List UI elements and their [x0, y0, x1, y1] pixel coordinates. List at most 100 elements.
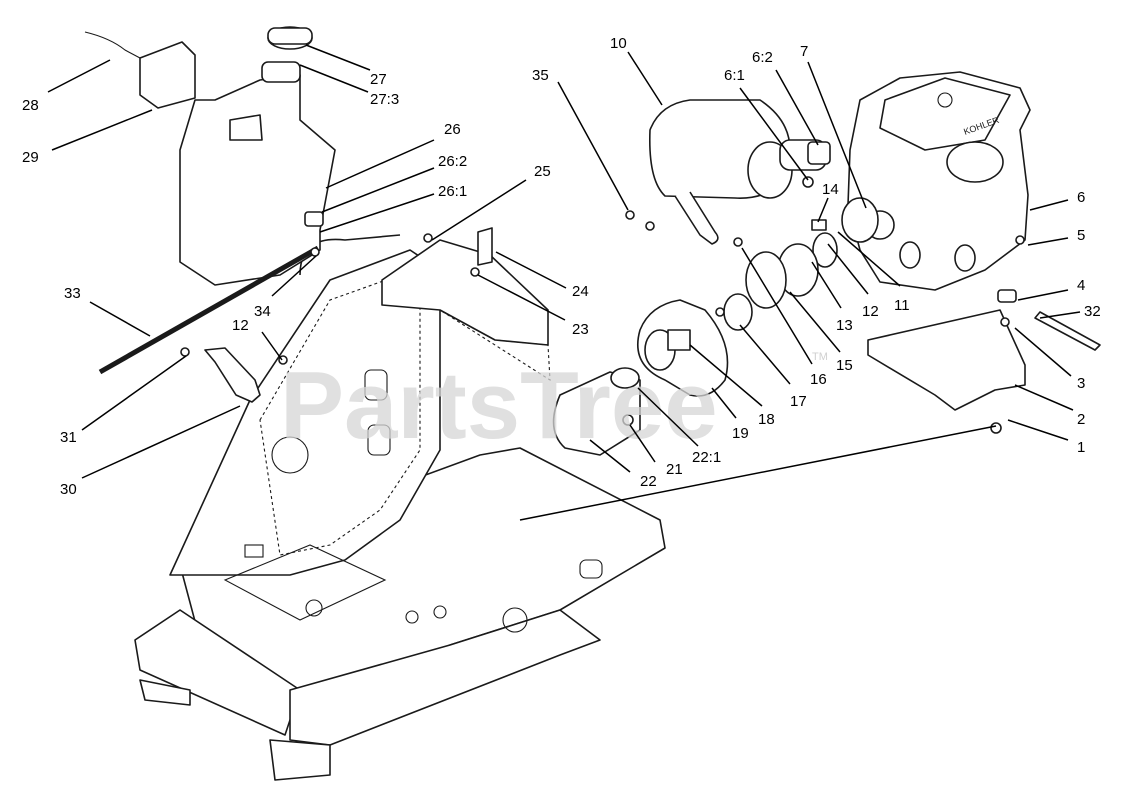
callout-1[interactable]: 1 — [1077, 439, 1085, 456]
leader-35 — [557, 81, 629, 211]
screw-35a — [625, 210, 635, 220]
tower-slot-2 — [367, 424, 391, 456]
screw-35b — [645, 221, 655, 231]
leader-12b — [827, 243, 869, 295]
leader-33 — [89, 301, 151, 337]
leader-1-frame — [519, 425, 997, 521]
callout-18[interactable]: 18 — [758, 411, 775, 428]
callout-10[interactable]: 10 — [610, 35, 627, 52]
callout-17[interactable]: 17 — [790, 393, 807, 410]
engine-oil-cap — [937, 92, 953, 108]
callout-26[interactable]: 26 — [444, 121, 461, 138]
leader-lines — [47, 44, 1081, 521]
rail-hole — [502, 607, 528, 633]
leader-32 — [1039, 311, 1081, 319]
engine-port — [899, 241, 921, 269]
leader-26-1 — [319, 193, 435, 233]
leader-21 — [629, 424, 656, 463]
callout-7[interactable]: 7 — [800, 43, 808, 60]
leader-13 — [811, 261, 842, 309]
flange-17 — [723, 293, 753, 331]
callout-4[interactable]: 4 — [1077, 277, 1085, 294]
callout-28[interactable]: 28 — [22, 97, 39, 114]
callout-2[interactable]: 2 — [1077, 411, 1085, 428]
leader-15 — [789, 291, 841, 353]
callout-31[interactable]: 31 — [60, 429, 77, 446]
leader-6-1 — [739, 87, 809, 181]
deck-inspection-plate — [223, 544, 387, 621]
callout-14[interactable]: 14 — [822, 181, 839, 198]
tank-bracket — [139, 41, 196, 109]
leader-27-3 — [299, 64, 369, 93]
engine-port-2 — [954, 244, 976, 272]
fuel-cap-body — [267, 27, 313, 45]
leader-16 — [741, 247, 813, 365]
nut-1 — [990, 422, 1002, 434]
pump-face — [610, 367, 640, 389]
leader-2 — [1014, 384, 1074, 411]
leader-34 — [271, 255, 317, 297]
callout-12b[interactable]: 12 — [862, 303, 879, 320]
leader-26-2 — [321, 167, 435, 213]
callout-labels: 1 2 3 4 5 6 6:1 6:2 7 10 11 12 12 13 14 … — [22, 35, 1101, 498]
callout-35[interactable]: 35 — [532, 67, 549, 84]
callout-25[interactable]: 25 — [534, 163, 551, 180]
bolt-21 — [622, 414, 634, 426]
callout-27-3[interactable]: 27:3 — [370, 91, 399, 108]
fuel-system — [84, 26, 336, 375]
deck-fitting — [305, 599, 323, 617]
nut-6-1 — [802, 176, 814, 188]
leader-6 — [1029, 199, 1069, 211]
callout-22[interactable]: 22 — [640, 473, 657, 490]
callout-32[interactable]: 32 — [1084, 303, 1101, 320]
callout-3[interactable]: 3 — [1077, 375, 1085, 392]
watermark: PartsTree — [280, 352, 718, 459]
callout-22-1[interactable]: 22:1 — [692, 449, 721, 466]
callout-19[interactable]: 19 — [732, 425, 749, 442]
leader-23 — [477, 274, 566, 321]
callout-6-2[interactable]: 6:2 — [752, 49, 773, 66]
callout-24[interactable]: 24 — [572, 283, 589, 300]
watermark-tm: TM — [812, 351, 828, 363]
callout-27[interactable]: 27 — [370, 71, 387, 88]
lever-30 — [204, 347, 261, 403]
callout-33[interactable]: 33 — [64, 285, 81, 302]
deck-fitting-2 — [405, 610, 419, 624]
exhaust-system — [648, 99, 831, 245]
callout-5[interactable]: 5 — [1077, 227, 1085, 244]
callout-29[interactable]: 29 — [22, 149, 39, 166]
callout-6-1[interactable]: 6:1 — [724, 67, 745, 84]
callout-6[interactable]: 6 — [1077, 189, 1085, 206]
callout-26-2[interactable]: 26:2 — [438, 153, 467, 170]
bolt-3 — [1000, 317, 1010, 327]
tower-slot-1 — [364, 369, 388, 401]
leader-4 — [1017, 289, 1069, 301]
leader-25 — [431, 179, 527, 241]
leader-22-1 — [637, 387, 699, 447]
callout-12a[interactable]: 12 — [232, 317, 249, 334]
callout-15[interactable]: 15 — [836, 357, 853, 374]
bolt-25 — [423, 233, 433, 243]
leader-30 — [81, 405, 241, 479]
hub-12 — [812, 232, 838, 268]
callout-13[interactable]: 13 — [836, 317, 853, 334]
leader-6-2 — [775, 69, 819, 146]
leader-19 — [711, 387, 737, 419]
panel-hidden-edge — [439, 309, 551, 382]
callout-16[interactable]: 16 — [810, 371, 827, 388]
callout-30[interactable]: 30 — [60, 481, 77, 498]
callout-11[interactable]: 11 — [894, 297, 910, 314]
leader-28 — [47, 59, 111, 93]
fuel-line — [98, 245, 320, 375]
deck-fitting-3 — [433, 605, 447, 619]
leader-29 — [51, 109, 153, 151]
bolt-16 — [733, 237, 743, 247]
callout-23[interactable]: 23 — [572, 321, 589, 338]
callout-21[interactable]: 21 — [666, 461, 683, 478]
callout-26-1[interactable]: 26:1 — [438, 183, 467, 200]
fuel-filter-32 — [1034, 311, 1101, 351]
callout-34[interactable]: 34 — [254, 303, 271, 320]
leader-5 — [1027, 237, 1069, 246]
engine-mount-plate-2 — [867, 309, 1026, 411]
